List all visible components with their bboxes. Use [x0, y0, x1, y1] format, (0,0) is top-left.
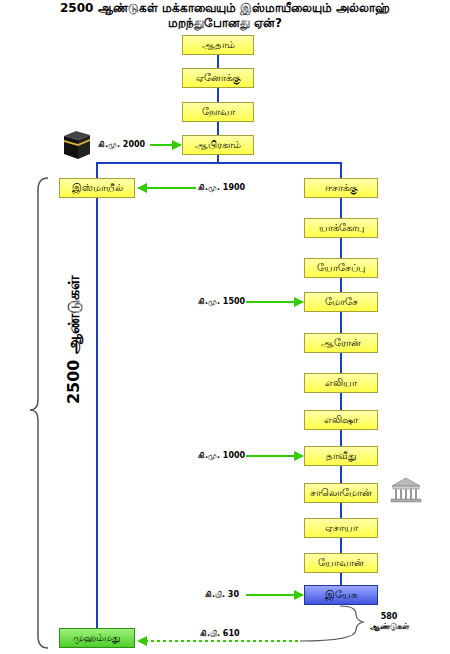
kaaba-icon	[64, 131, 90, 159]
prophet-box-final: முஹம்மது	[59, 628, 135, 648]
lineage-line	[218, 155, 341, 178]
lineage-line	[340, 353, 342, 373]
kaaba-side	[78, 135, 90, 159]
lineage-line	[217, 55, 219, 68]
span-label: 2500 ஆண்டுகள்	[65, 276, 83, 404]
temple-column	[395, 489, 397, 499]
person-name: எலியா	[325, 377, 357, 389]
person-name: ஆதாம்	[202, 39, 235, 51]
lineage-line	[217, 88, 219, 102]
date-arrow	[246, 455, 303, 457]
person-name: யோசேப்பு	[317, 262, 365, 274]
temple-column	[400, 489, 402, 499]
person-name: முஹம்மது	[73, 632, 121, 644]
lineage-line	[340, 312, 342, 333]
date-label: கி.மு. 1900	[198, 183, 245, 193]
date-label: கி.பி. 610	[200, 629, 240, 639]
person-name: இயேசு	[325, 589, 358, 601]
lineage-line	[340, 278, 342, 292]
lineage-line	[97, 155, 218, 178]
person-box: இஸ்மாயீல்	[59, 178, 135, 198]
diagram-title: 2500 ஆண்டுகள் மக்காவையும் இஸ்மாயீலையும் …	[40, 1, 410, 31]
span-brace	[30, 178, 48, 648]
person-name: ஈசாக்கு	[325, 182, 358, 194]
lineage-line	[340, 198, 342, 218]
lineage-line	[340, 573, 342, 585]
person-name: எலிஷா	[324, 414, 358, 426]
temple-roof	[392, 478, 420, 486]
person-box: யோவான்	[304, 553, 378, 573]
date-arrow	[246, 301, 303, 303]
lineage-line	[217, 122, 219, 135]
temple-column	[410, 489, 412, 499]
person-name: நோவா	[202, 106, 235, 118]
temple-column	[415, 489, 417, 499]
lineage-line	[340, 538, 342, 553]
person-box: ஆதாம்	[182, 35, 254, 55]
temple-beam	[393, 486, 419, 489]
person-box: தாவீது	[304, 446, 378, 466]
lineage-line	[96, 198, 98, 628]
date-label: கி.பி. 30	[205, 590, 239, 600]
person-box: ஏசாயா	[304, 518, 378, 538]
person-name: சாலொமோன்	[310, 487, 372, 499]
person-box: யோசேப்பு	[304, 258, 378, 278]
person-box: எலியா	[304, 373, 378, 393]
person-box: எலிஷா	[304, 410, 378, 430]
span-label: 580 ஆண்டுகள்	[366, 612, 412, 632]
person-box: மோசே	[304, 292, 378, 312]
person-name: ஏனோக்கு	[196, 72, 241, 84]
person-box: யாக்கோபு	[304, 218, 378, 238]
person-name: தாவீது	[326, 450, 357, 462]
person-box: ஏனோக்கு	[182, 68, 254, 88]
date-arrow	[150, 144, 181, 146]
person-name: யாக்கோபு	[319, 222, 364, 234]
kaaba-band	[64, 140, 78, 146]
date-arrow	[138, 187, 196, 189]
date-arrow	[246, 594, 303, 596]
person-name: மோசே	[325, 296, 358, 308]
person-name: ஏசாயா	[325, 522, 358, 534]
person-box: ஆரோன்	[304, 333, 378, 353]
person-box: ஈசாக்கு	[304, 178, 378, 198]
person-name: இஸ்மாயீல்	[72, 182, 123, 194]
person-name: ஆபிரகாம்	[195, 139, 241, 151]
kaaba-band	[78, 139, 90, 146]
temple-icon	[391, 478, 421, 502]
lineage-line	[340, 238, 342, 258]
date-arrow	[138, 640, 298, 642]
date-label: கி.மு. 1000	[198, 451, 245, 461]
person-box: சாலொமோன்	[304, 483, 378, 503]
span-brace	[300, 606, 363, 641]
person-name: யோவான்	[318, 557, 364, 569]
kaaba-side	[64, 136, 78, 159]
date-label: கி.மு. 1500	[198, 297, 245, 307]
lineage-line	[340, 430, 342, 446]
lineage-line	[340, 393, 342, 410]
person-box: ஆபிரகாம்	[182, 135, 254, 155]
highlight-box: இயேசு	[304, 585, 378, 605]
temple-column	[405, 489, 407, 499]
date-label: கி.மு. 2000	[98, 140, 145, 150]
lineage-line	[340, 503, 342, 518]
person-name: ஆரோன்	[321, 337, 361, 349]
lineage-line	[340, 466, 342, 483]
temple-base	[391, 499, 421, 502]
person-box: நோவா	[182, 102, 254, 122]
